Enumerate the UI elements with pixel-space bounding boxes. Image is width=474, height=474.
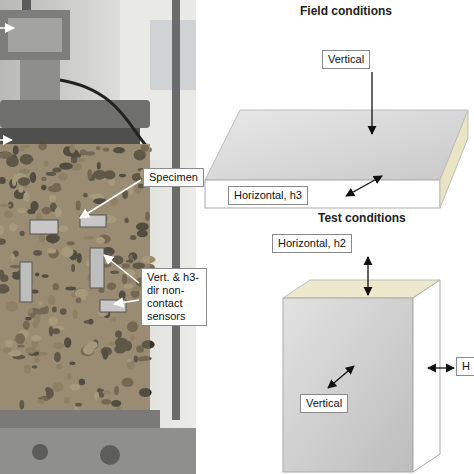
- callout-box: Specimen: [143, 168, 204, 187]
- section-title: Field conditions: [300, 4, 392, 18]
- box-text: H: [462, 360, 470, 373]
- direction-label: H: [456, 357, 474, 376]
- box-text: Vertical: [328, 53, 364, 66]
- field-slab: [205, 72, 468, 208]
- box-text: Specimen: [149, 171, 198, 184]
- box-text: Horizontal, h2: [278, 237, 346, 250]
- direction-label: Vertical: [322, 50, 370, 69]
- box-text: Vert. & h3-dir non-contact sensors: [147, 271, 201, 323]
- box-text: Vertical: [306, 397, 342, 410]
- test-block: [283, 257, 454, 472]
- section-title: Test conditions: [318, 211, 406, 225]
- direction-label: Horizontal, h3: [228, 186, 308, 205]
- aggregate-texture: [0, 142, 156, 414]
- test-photo: [0, 0, 196, 474]
- direction-label: Vertical: [300, 394, 348, 413]
- direction-label: Horizontal, h2: [272, 234, 352, 253]
- callout-box: Vert. & h3-dir non-contact sensors: [141, 268, 207, 326]
- box-text: Horizontal, h3: [234, 189, 302, 202]
